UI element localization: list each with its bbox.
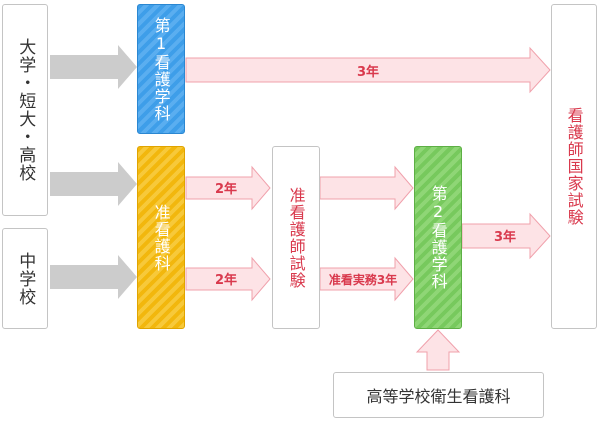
arrow-nursing2-to-national bbox=[461, 212, 551, 260]
label-two-years-a: 2年 bbox=[215, 181, 237, 197]
nursing2-label: 第2看護学科 bbox=[428, 185, 448, 290]
national-exam-label: 看護師国家試験 bbox=[564, 107, 584, 226]
arrow-assoc-to-exam-b bbox=[185, 256, 271, 302]
hs-nursing-box: 高等学校衛生看護科 bbox=[333, 372, 544, 418]
arrow-exam-to-nursing2-b bbox=[319, 256, 414, 302]
arrow-univ-to-nursing1 bbox=[50, 45, 137, 89]
nursing1-label: 第1看護学科 bbox=[151, 16, 171, 122]
arrow-jhs-to-assoc bbox=[50, 255, 137, 299]
nursing1-box: 第1看護学科 bbox=[137, 4, 185, 134]
source-univ-box: 大学・短大・高校 bbox=[2, 4, 48, 216]
arrow-assoc-to-exam-a bbox=[185, 165, 271, 211]
assoc-nursing-box: 准看護科 bbox=[137, 146, 185, 329]
arrow-exam-to-nursing2-a bbox=[319, 165, 414, 211]
assoc-exam-box: 准看護師試験 bbox=[272, 146, 320, 329]
arrow-hs-to-nursing2 bbox=[415, 329, 461, 371]
nursing2-box: 第2看護学科 bbox=[414, 146, 462, 329]
source-jhs-box: 中学校 bbox=[2, 228, 48, 329]
hs-nursing-label: 高等学校衛生看護科 bbox=[366, 387, 511, 406]
label-three-years-top: 3年 bbox=[357, 64, 379, 80]
assoc-exam-label: 准看護師試験 bbox=[286, 186, 306, 289]
source-univ-label: 大学・短大・高校 bbox=[15, 38, 36, 182]
arrow-nursing1-to-national bbox=[185, 46, 551, 94]
label-practice: 准看実務3年 bbox=[329, 272, 397, 287]
label-two-years-b: 2年 bbox=[215, 272, 237, 288]
national-exam-box: 看護師国家試験 bbox=[551, 4, 597, 329]
source-jhs-label: 中学校 bbox=[15, 251, 36, 306]
label-three-years-right: 3年 bbox=[494, 229, 516, 245]
arrow-univ-to-assoc bbox=[50, 162, 137, 206]
assoc-nursing-label: 准看護科 bbox=[151, 203, 171, 272]
